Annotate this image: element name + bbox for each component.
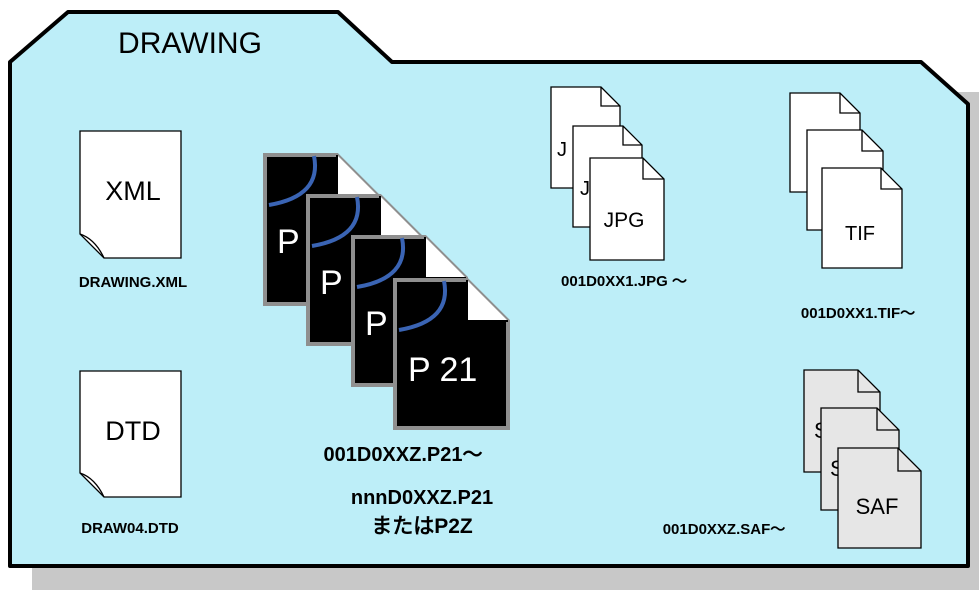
folder-title: DRAWING — [118, 27, 262, 60]
saf-file-stack: S S SAF — [803, 369, 922, 549]
dtd-icon-label: DTD — [105, 416, 161, 446]
tif-file-stack: TIF — [789, 92, 903, 269]
xml-filename: DRAWING.XML — [79, 274, 187, 291]
jpg-file-stack: J J JPG — [550, 86, 665, 261]
tif-icon-label: TIF — [845, 223, 875, 245]
saf-icon-label: SAF — [856, 494, 899, 519]
p21-document-4: P 21 — [393, 278, 510, 430]
folder-body — [8, 10, 970, 568]
p21-note-line2: またはP2Z — [371, 515, 473, 538]
p21-icon-label: P 21 — [408, 351, 477, 389]
jpg-filename: 001D0XX1.JPG ～ — [561, 273, 687, 290]
document-icon — [79, 370, 182, 498]
dtd-file: DTD — [79, 370, 182, 498]
saf-filename: 001D0XXZ.SAF～ — [663, 521, 786, 538]
svg-text:P: P — [320, 264, 343, 302]
svg-text:P: P — [365, 305, 388, 343]
jpg-icon-label: JPG — [604, 209, 645, 232]
dtd-filename: DRAW04.DTD — [81, 520, 179, 537]
p21-note-line1: nnnD0XXZ.P21 — [351, 487, 493, 509]
p21-filename: 001D0XXZ.P21～ — [324, 444, 483, 466]
document-icon — [79, 130, 182, 259]
tif-filename: 001D0XX1.TIF～ — [801, 305, 915, 322]
p21-file-stack: P P P P 21 — [263, 153, 510, 430]
xml-file: XML — [79, 130, 182, 259]
svg-text:J: J — [557, 139, 567, 161]
document-icon: TIF — [821, 167, 903, 269]
svg-text:P: P — [277, 223, 300, 261]
document-icon: SAF — [837, 447, 922, 549]
document-icon: JPG — [589, 157, 665, 261]
svg-text:J: J — [580, 178, 590, 200]
xml-icon-label: XML — [105, 176, 161, 206]
